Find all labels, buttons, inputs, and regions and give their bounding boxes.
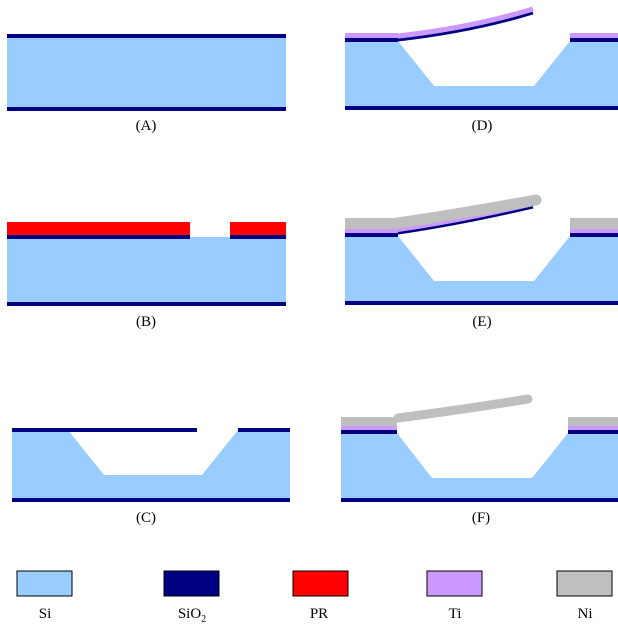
step-b-caption: (B) xyxy=(136,314,156,330)
step-d-top-oxide-right xyxy=(570,38,618,42)
step-e-ni-pad-left xyxy=(345,218,398,229)
step-b-si-substrate xyxy=(7,237,286,304)
step-f-caption: (F) xyxy=(471,510,491,526)
step-f-ni-cantilever xyxy=(393,394,533,423)
step-e-si-substrate xyxy=(345,236,618,303)
step-e-ti-pad-right xyxy=(570,229,618,233)
step-f-ti-pad-left xyxy=(341,426,397,430)
step-d-cross-section xyxy=(345,6,618,110)
step-f-bottom-oxide xyxy=(341,498,618,502)
legend-swatch-si xyxy=(16,570,73,597)
legend-swatch-sio2 xyxy=(163,570,220,597)
legend-swatch-ni xyxy=(556,570,613,597)
step-b-top-oxide-right xyxy=(230,235,286,239)
step-b-cross-section xyxy=(7,222,286,306)
legend-label-sio2: SiO2 xyxy=(152,606,232,625)
step-d-bottom-oxide xyxy=(345,106,618,110)
step-e-ni-cantilever xyxy=(392,194,542,229)
step-f-ni-pad-right xyxy=(568,417,618,426)
step-e-ti-pad-left xyxy=(345,229,398,233)
step-c-top-oxide-right xyxy=(238,428,290,432)
step-e-ni-pad-right xyxy=(570,218,618,229)
step-e-top-oxide-left xyxy=(345,233,398,237)
step-c-top-oxide-left xyxy=(12,428,197,432)
step-e-top-oxide-right xyxy=(570,233,618,237)
step-e-oxide-cantilever xyxy=(397,205,534,235)
step-d-caption: (D) xyxy=(471,118,493,134)
legend-swatch-pr xyxy=(292,570,349,597)
step-c-si-substrate xyxy=(12,430,290,500)
step-b-top-oxide-left xyxy=(7,235,190,239)
step-e-cross-section xyxy=(345,194,618,305)
step-f-ti-pad-right xyxy=(568,426,618,430)
legend-swatch-ti xyxy=(426,570,483,597)
legend-label-sio2-sub: 2 xyxy=(201,614,207,625)
step-d-ti-pad-left xyxy=(345,33,398,38)
step-f-si-substrate xyxy=(341,433,618,500)
step-f-top-oxide-left xyxy=(341,430,397,434)
legend-label-sio2-main: SiO xyxy=(177,606,202,622)
step-b-photoresist-left xyxy=(7,222,190,235)
step-a-bottom-oxide xyxy=(7,107,286,111)
step-d-oxide-cantilever xyxy=(397,11,534,42)
step-a-caption: (A) xyxy=(135,118,157,134)
legend-label-ni: Ni xyxy=(577,606,593,622)
step-e-bottom-oxide xyxy=(345,301,618,305)
step-c-cross-section xyxy=(12,428,290,502)
step-d-ti-cantilever xyxy=(397,6,534,39)
legend-label-pr: PR xyxy=(309,606,329,622)
legend-label-si: Si xyxy=(38,606,52,622)
step-a-top-oxide xyxy=(7,34,286,38)
step-b-bottom-oxide xyxy=(7,302,286,306)
step-c-bottom-oxide xyxy=(12,498,290,502)
step-a-si-substrate xyxy=(7,36,286,109)
step-e-caption: (E) xyxy=(472,314,492,330)
step-f-cross-section xyxy=(341,394,618,502)
legend xyxy=(16,570,613,597)
step-d-si-substrate xyxy=(345,41,618,108)
step-b-photoresist-right xyxy=(230,222,286,235)
step-a-cross-section xyxy=(7,34,286,111)
step-d-top-oxide-left xyxy=(345,38,398,42)
step-d-ti-pad-right xyxy=(570,33,618,38)
step-c-caption: (C) xyxy=(136,510,156,526)
legend-label-ti: Ti xyxy=(448,606,462,622)
step-f-top-oxide-right xyxy=(568,430,618,434)
step-f-ni-pad-left xyxy=(341,417,397,426)
